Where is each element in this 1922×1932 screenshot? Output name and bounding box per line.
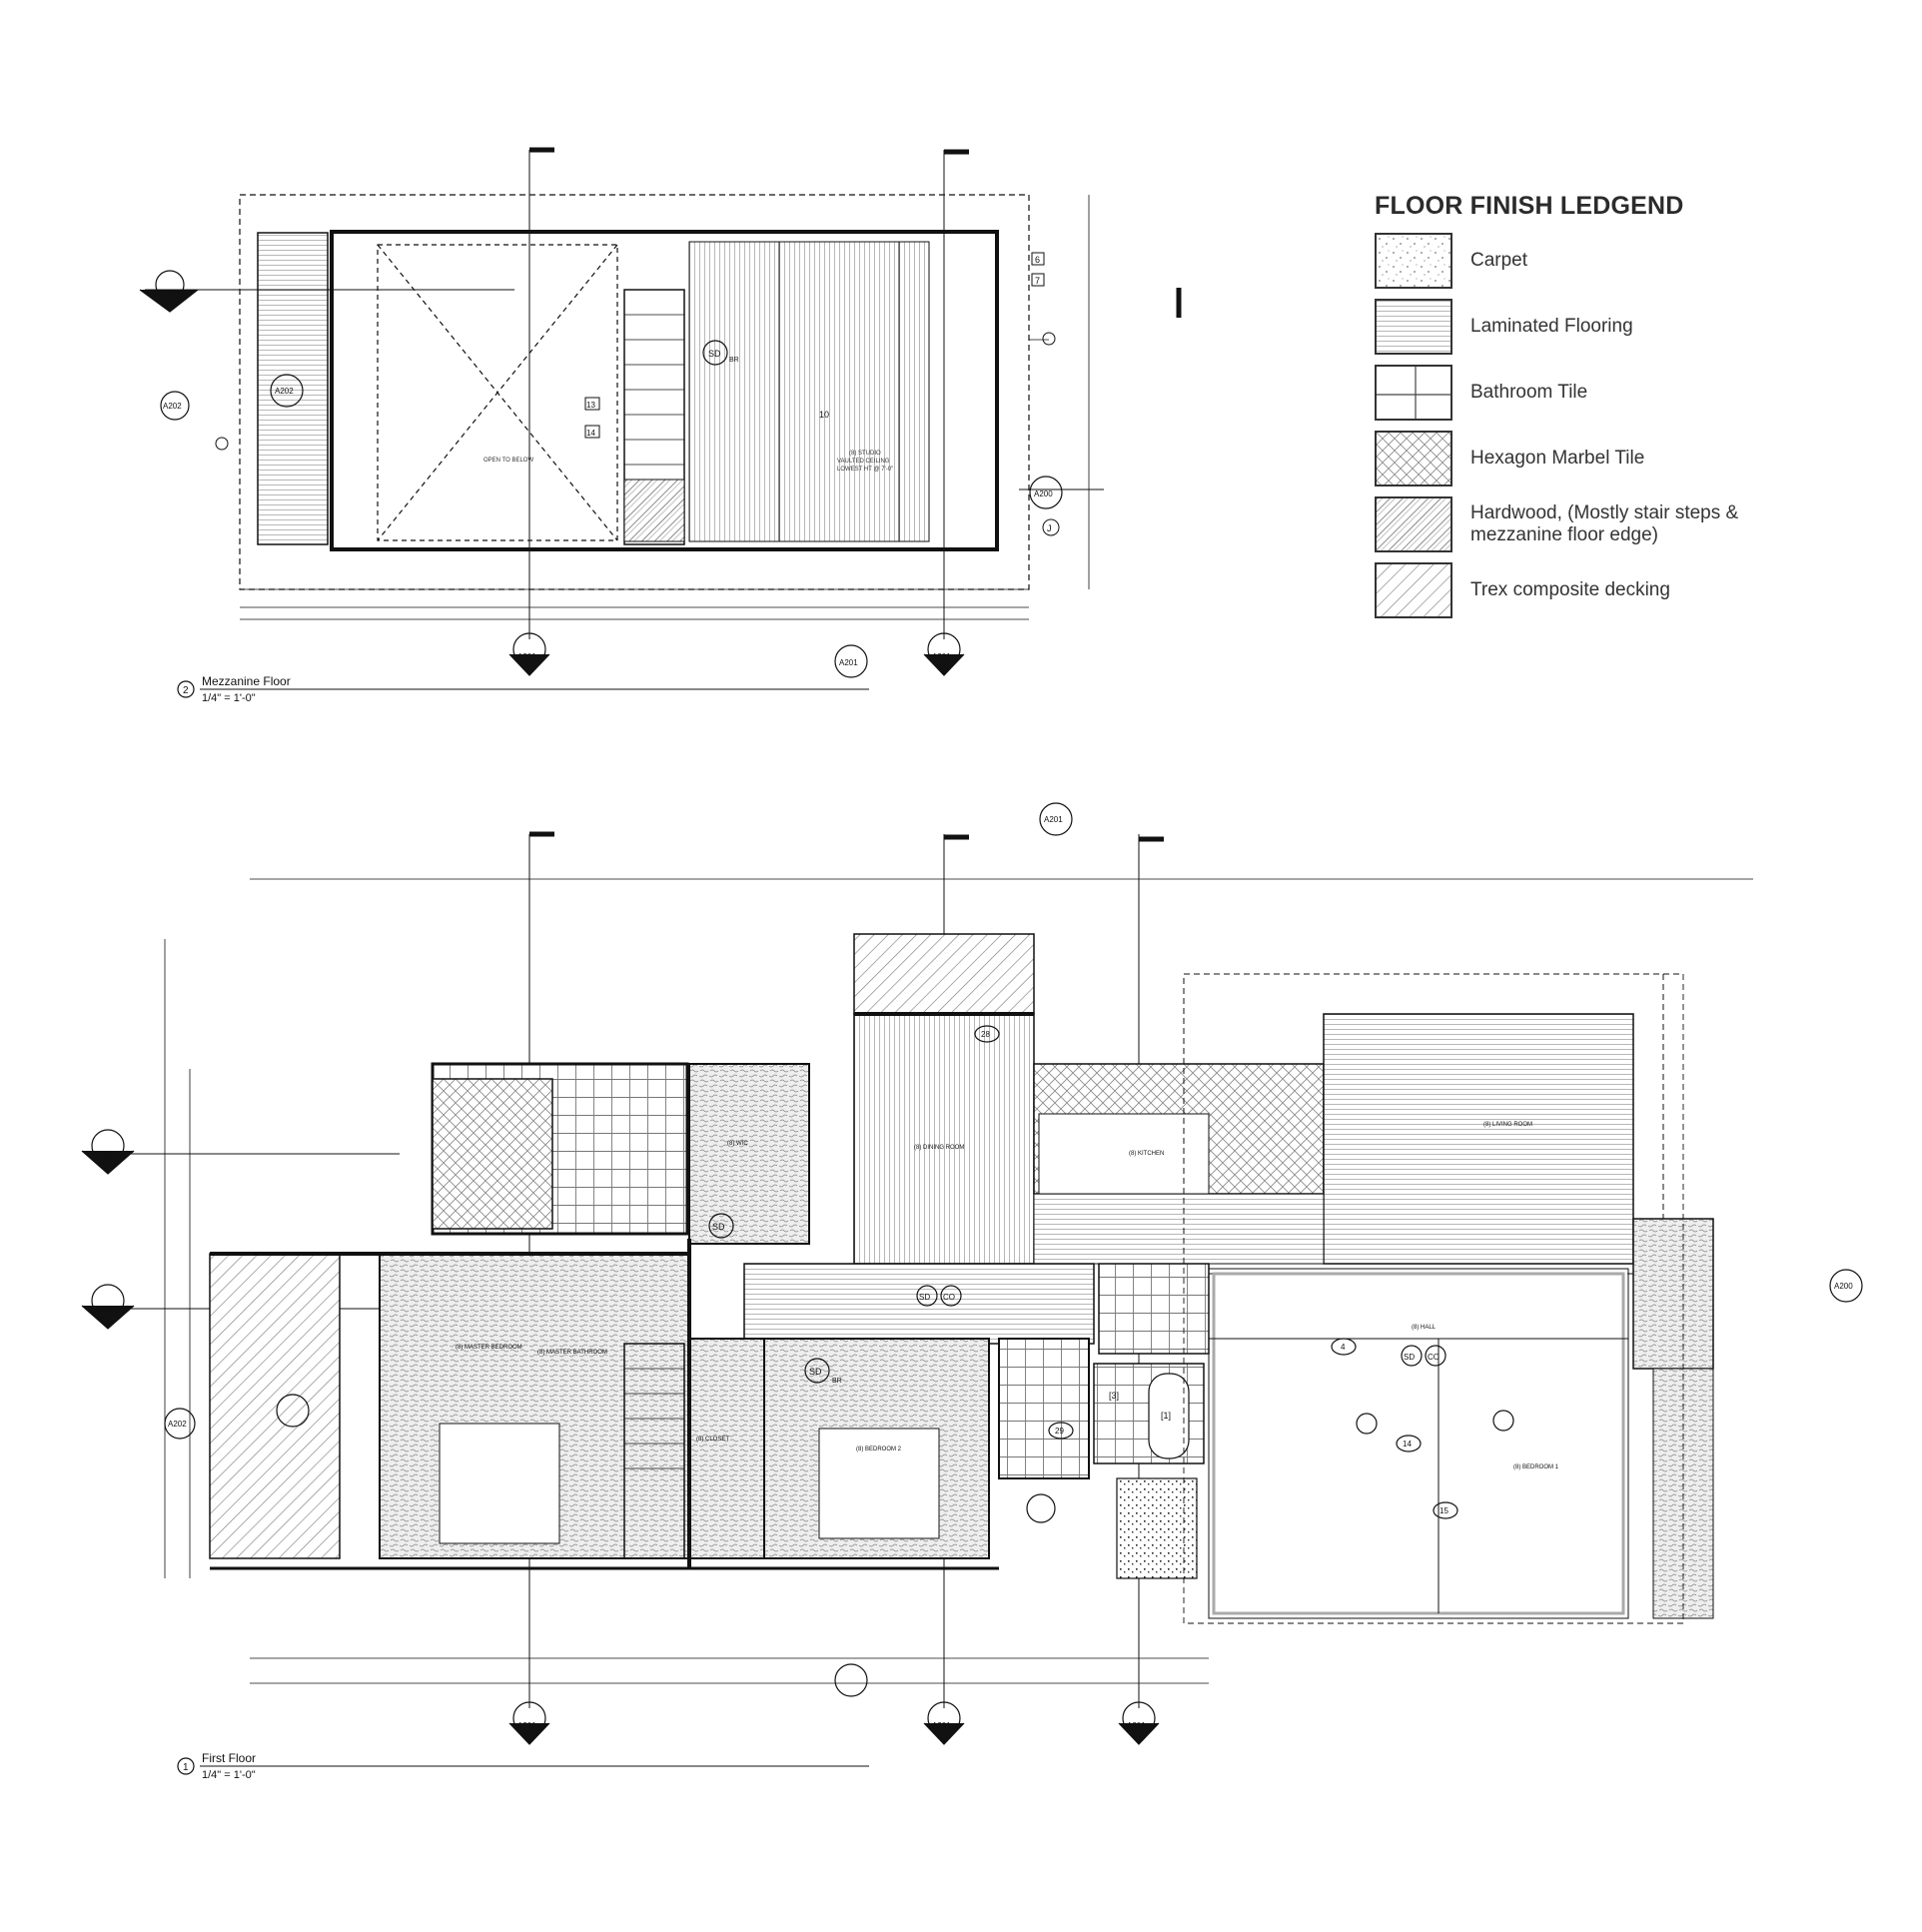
mezz-section-ref-1: A202: [158, 290, 177, 299]
first-floor-title: First Floor: [202, 1751, 256, 1765]
legend-item-bathroom-tile: Bathroom Tile: [1375, 365, 1894, 421]
legend-label-laminated: Laminated Flooring: [1470, 316, 1633, 337]
ff-room-master-bed: (8) MASTER BEDROOM: [456, 1345, 522, 1351]
bathroom-tile-swatch: [1375, 365, 1452, 421]
legend-item-trex: Trex composite decking: [1375, 562, 1894, 618]
legend-title: FLOOR FINISH LEDGEND: [1375, 192, 1684, 220]
first-floor-bottom-markers: [508, 1663, 1160, 1745]
section-markers-bottom: [508, 632, 965, 678]
first-floor-scale: 1/4" = 1'-0": [202, 1769, 256, 1781]
mezz-section-ref-3: A200: [1034, 489, 1053, 498]
ff-bottom-ref-1: A201: [517, 1721, 536, 1730]
ff-co-detector-hall: CO: [943, 1293, 955, 1302]
ff-br-tag: BR: [832, 1378, 842, 1385]
ff-room-hall: (8) HALL: [1412, 1325, 1437, 1331]
mezz-bottom-ref-1: A201: [517, 652, 536, 661]
legend-label-bathroom-tile: Bathroom Tile: [1470, 382, 1588, 403]
legend-item-hexagon-tile: Hexagon Marbel Tile: [1375, 431, 1894, 486]
mezz-vaulted-note: VAULTED CEILING: [837, 459, 890, 465]
ff-co-detector-bed: CO: [1428, 1353, 1440, 1362]
ff-room-bed2: (8) BEDROOM 2: [856, 1447, 902, 1452]
mezzanine-plan: [139, 147, 1182, 678]
mezzanine-title: Mezzanine Floor: [202, 674, 291, 688]
mezz-height-note: LOWEST HT @ 7'-0": [837, 467, 893, 473]
mezz-bottom-ref-3: A201: [932, 652, 951, 661]
carpet-swatch: [1375, 233, 1452, 289]
mezz-section-ref-2: A202: [163, 402, 182, 411]
ff-smoke-detector-bed3: SD: [809, 1367, 822, 1377]
hardwood-swatch: [1375, 496, 1452, 552]
floor-finish-legend: FLOOR FINISH LEDGEND Carpet Laminated Fl…: [1375, 192, 1894, 628]
laminate-swatch: [1375, 299, 1452, 355]
ff-smoke-detector-hall: SD: [919, 1293, 930, 1302]
first-floor-plan: [81, 802, 1863, 1745]
legend-label-trex: Trex composite decking: [1470, 579, 1670, 600]
ff-room-living: (8) LIVING ROOM: [1483, 1122, 1532, 1128]
ff-tag-15: 15: [1440, 1506, 1448, 1515]
mezz-tag-13: 13: [586, 401, 595, 410]
ff-tag-4: 4: [1341, 1343, 1346, 1352]
ff-smoke-detector-bed: SD: [1404, 1353, 1415, 1362]
ff-bottom-ref-2: A201: [932, 1721, 951, 1730]
first-floor-title-marker: [177, 1757, 869, 1775]
ff-smoke-detector-1: SD: [712, 1222, 725, 1232]
ff-section-ref-2: A202: [96, 1305, 115, 1314]
ff-room-closet: (8) CLOSET: [696, 1437, 729, 1443]
ff-room-wic: (8) WIC: [727, 1141, 748, 1147]
ff-room-master-bath: (8) MASTER BATHROOM: [537, 1350, 607, 1356]
mezz-br-tag: BR: [729, 357, 739, 364]
mezz-bottom-ref-2: A201: [839, 658, 858, 667]
hexagon-tile-swatch: [1375, 431, 1452, 486]
mezz-tag-10: 10: [819, 410, 829, 420]
mezz-tag-14: 14: [586, 429, 595, 438]
ff-tag-vanity: [3]: [1109, 1391, 1119, 1401]
ff-bottom-ref-3: A201: [1127, 1721, 1146, 1730]
mezz-smoke-detector-tag: SD: [708, 349, 721, 359]
mezz-studio-label: (8) STUDIO: [849, 451, 881, 457]
mezz-tag-7: 7: [1035, 276, 1040, 286]
section-marker-left: [139, 270, 1063, 509]
legend-label-hexagon-tile: Hexagon Marbel Tile: [1470, 448, 1645, 469]
mezzanine-title-marker: [177, 680, 869, 698]
ff-section-ref-3: A202: [168, 1420, 187, 1429]
legend-item-hardwood: Hardwood, (Mostly stair steps & mezzanin…: [1375, 496, 1894, 552]
ff-room-kitchen: (8) KITCHEN: [1129, 1151, 1164, 1157]
first-floor-view-number: 1: [183, 1762, 189, 1773]
ff-tag-14: 14: [1403, 1440, 1412, 1449]
ff-room-bed1: (8) BEDROOM 1: [1513, 1464, 1559, 1470]
legend-label-hardwood: Hardwood, (Mostly stair steps & mezzanin…: [1470, 502, 1739, 545]
mezz-open-note: OPEN TO BELOW: [483, 458, 533, 464]
mezz-grid-j: J: [1047, 523, 1052, 533]
ff-tag-28: 28: [981, 1030, 990, 1039]
legend-item-laminated: Laminated Flooring: [1375, 299, 1894, 355]
legend-label-carpet: Carpet: [1470, 250, 1528, 271]
ff-tag-tub: [1]: [1161, 1411, 1171, 1421]
mezz-tag-6: 6: [1035, 255, 1040, 265]
first-floor-section-markers: [81, 802, 1863, 1523]
mezzanine-view-number: 2: [183, 685, 189, 696]
ff-section-ref-4: A201: [1044, 815, 1063, 824]
ff-room-dining: (8) DINING ROOM: [914, 1145, 964, 1151]
ff-section-ref-1: A202: [96, 1150, 115, 1159]
mezz-section-ref-4: A202: [275, 387, 294, 396]
legend-item-carpet: Carpet: [1375, 233, 1894, 289]
ff-section-ref-5: A200: [1834, 1282, 1853, 1291]
ff-tag-29: 29: [1055, 1427, 1064, 1436]
mezzanine-scale: 1/4" = 1'-0": [202, 692, 256, 704]
trex-swatch: [1375, 562, 1452, 618]
